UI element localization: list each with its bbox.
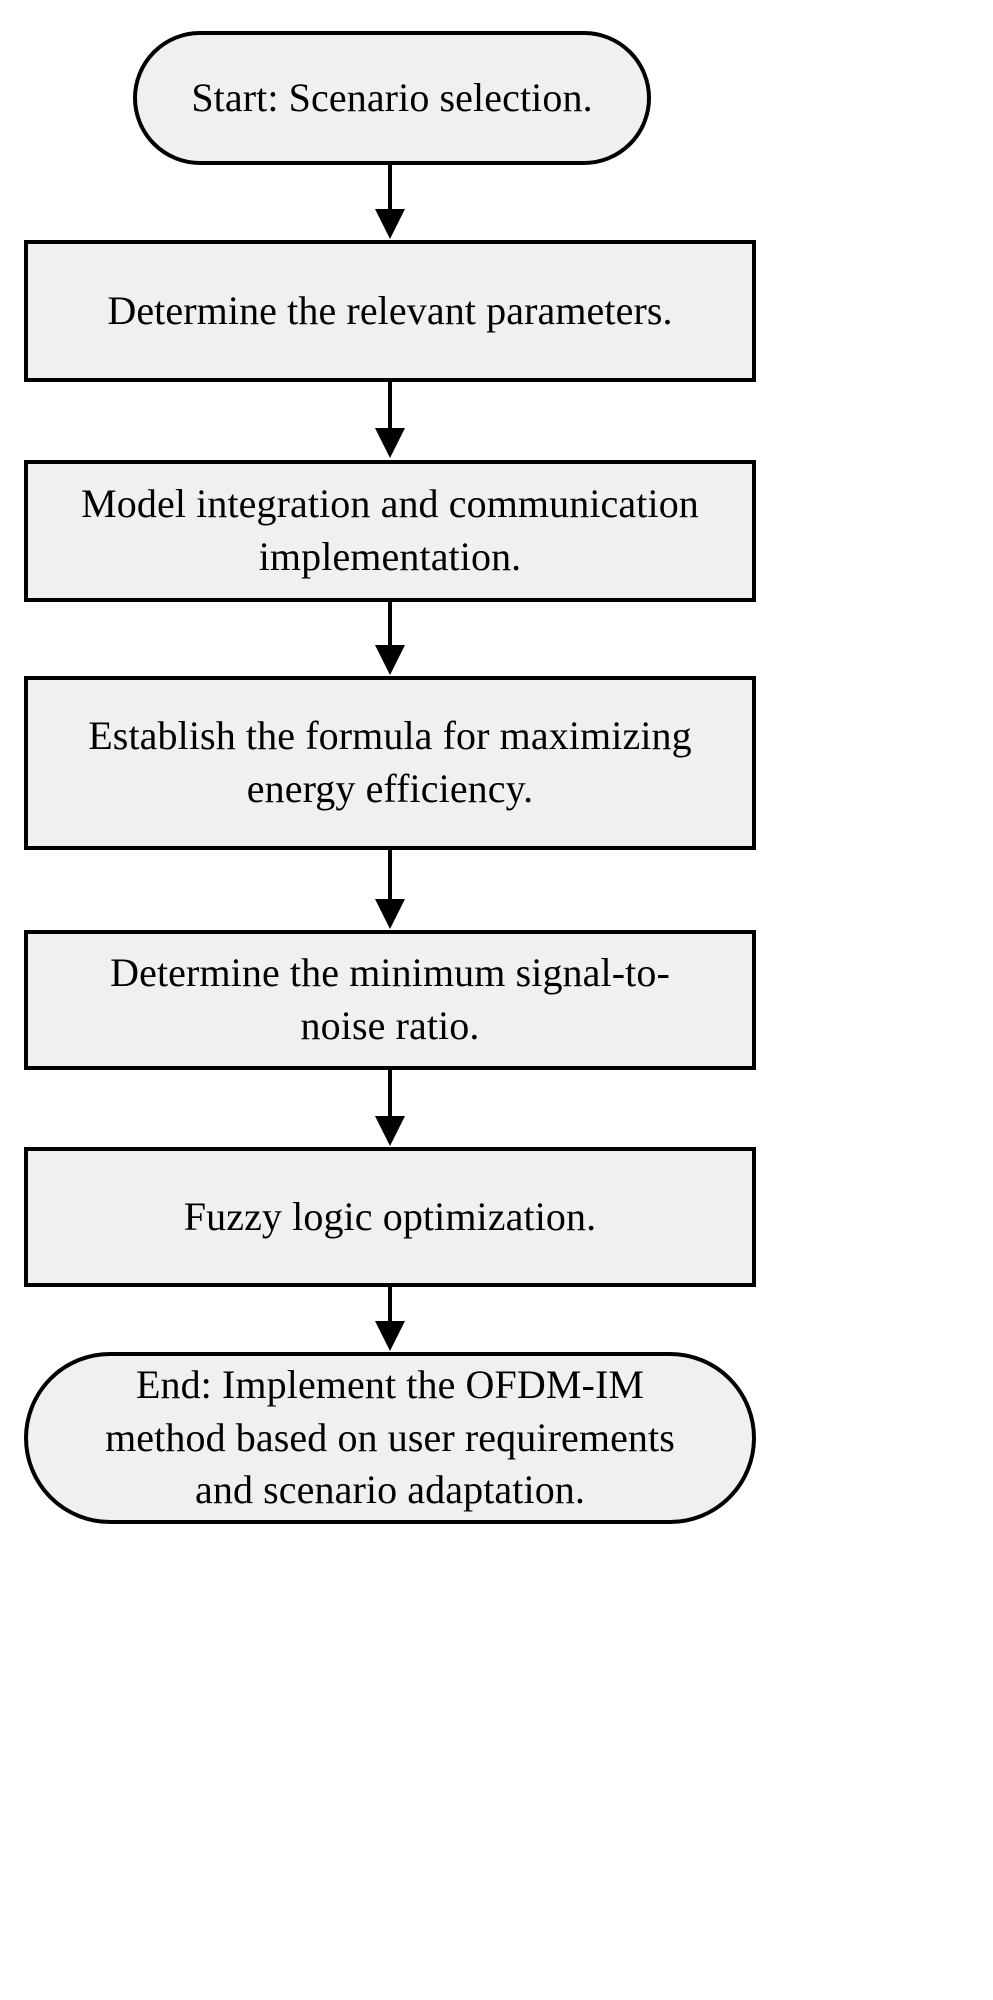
arrow-shaft — [388, 1287, 392, 1345]
arrow-head-icon — [375, 1116, 405, 1146]
arrow-head-icon — [375, 899, 405, 929]
flowchart-node-step2[interactable]: Model integration and communication impl… — [24, 460, 756, 602]
flowchart-node-end[interactable]: End: Implement the OFDM-IM method based … — [24, 1352, 756, 1524]
flowchart-node-step5[interactable]: Fuzzy logic optimization. — [24, 1147, 756, 1287]
arrow-head-icon — [375, 209, 405, 239]
arrow-head-icon — [375, 1321, 405, 1351]
flowchart-node-step1-label: Determine the relevant parameters. — [107, 287, 673, 333]
flowchart-node-step1[interactable]: Determine the relevant parameters. — [24, 240, 756, 382]
arrow-shaft — [388, 1070, 392, 1130]
flowchart-node-start[interactable]: Start: Scenario selection. — [133, 31, 651, 165]
flowchart-node-step4[interactable]: Determine the minimum signal-to- noise r… — [24, 930, 756, 1070]
arrow-shaft — [388, 382, 392, 444]
arrow-head-icon — [375, 428, 405, 458]
flowchart-node-step3[interactable]: Establish the formula for maximizing ene… — [24, 676, 756, 850]
arrow-shaft — [388, 602, 392, 662]
flowchart-node-step3-label: Establish the formula for maximizing ene… — [88, 713, 692, 811]
flowchart-node-start-label: Start: Scenario selection. — [191, 74, 593, 120]
arrow-shaft — [388, 850, 392, 912]
arrow-shaft — [388, 165, 392, 227]
flowchart-node-step5-label: Fuzzy logic optimization. — [183, 1193, 597, 1239]
flowchart-node-step4-label: Determine the minimum signal-to- noise r… — [110, 950, 670, 1048]
flowchart-node-step2-label: Model integration and communication impl… — [81, 481, 699, 579]
flowchart-node-end-label: End: Implement the OFDM-IM method based … — [105, 1361, 675, 1513]
arrow-head-icon — [375, 645, 405, 675]
